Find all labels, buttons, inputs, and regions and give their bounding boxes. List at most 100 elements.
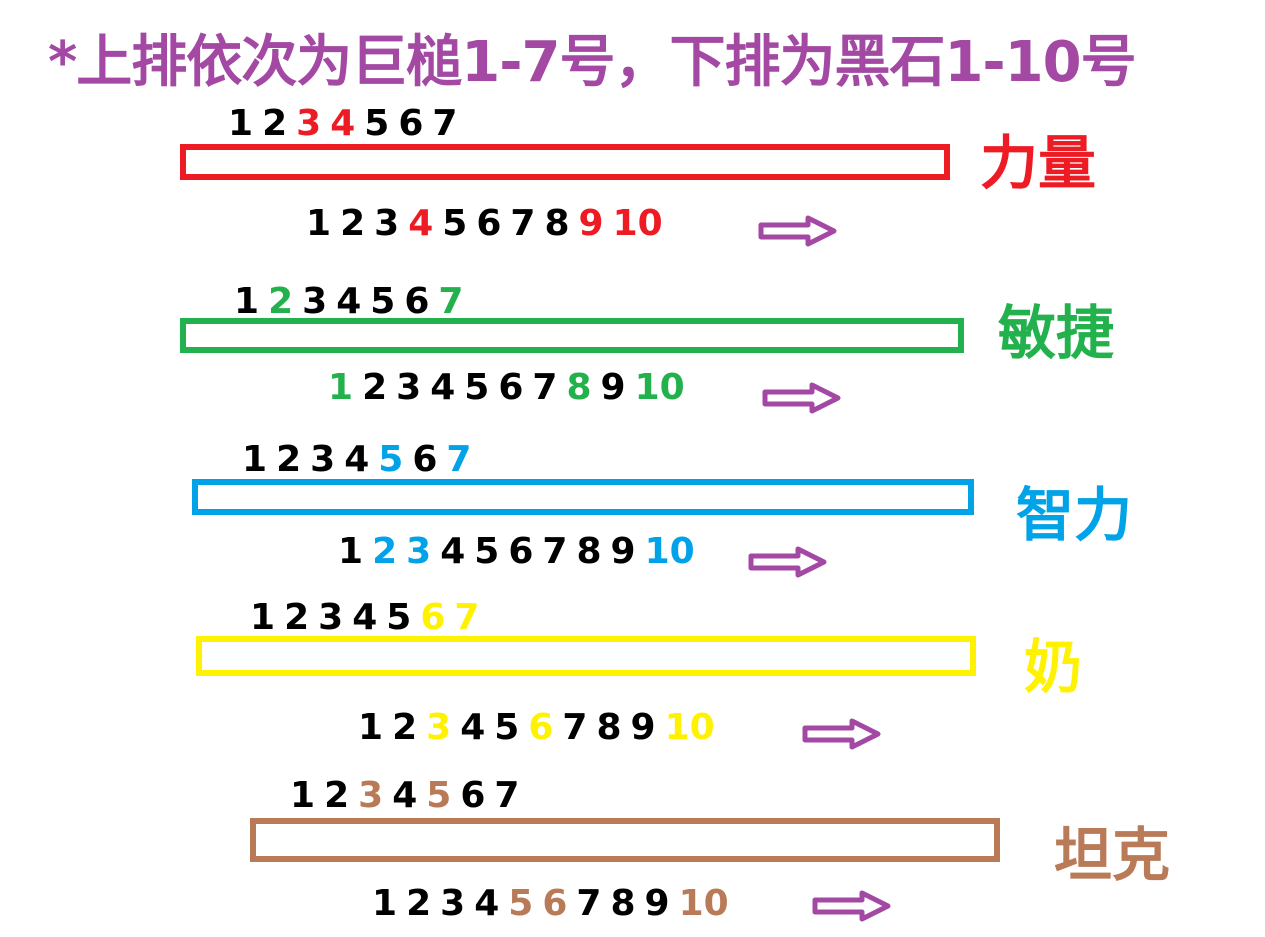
top-number: 3: [358, 775, 384, 816]
top-number: 2: [324, 775, 350, 816]
bottom-number: 1: [306, 203, 332, 244]
group-label: 奶: [1024, 633, 1083, 701]
bottom-number: 5: [464, 367, 490, 408]
bottom-number: 6: [508, 531, 534, 572]
top-number: 1: [250, 597, 276, 638]
top-number: 4: [336, 281, 362, 322]
bottom-number: 7: [510, 203, 536, 244]
top-number: 2: [284, 597, 310, 638]
arrow-right-icon: [762, 382, 841, 414]
top-number: 2: [276, 439, 302, 480]
top-number: 3: [318, 597, 344, 638]
bottom-number: 10: [664, 707, 715, 748]
group-label: 坦克: [1054, 821, 1171, 889]
group-bar: [196, 636, 976, 676]
bottom-number: 8: [544, 203, 570, 244]
bottom-number: 9: [630, 707, 656, 748]
group-bar: [250, 818, 1000, 862]
top-number: 5: [370, 281, 396, 322]
bottom-number: 3: [374, 203, 400, 244]
bottom-number: 7: [562, 707, 588, 748]
bottom-number: 2: [372, 531, 398, 572]
top-number: 6: [420, 597, 446, 638]
top-number: 7: [438, 281, 464, 322]
arrow-right-icon: [748, 546, 827, 578]
group-bar: [180, 144, 950, 180]
top-number: 7: [446, 439, 472, 480]
bottom-number: 6: [542, 883, 568, 924]
bottom-number: 9: [644, 883, 670, 924]
top-number: 5: [364, 103, 390, 144]
bottom-number: 6: [498, 367, 524, 408]
top-number: 6: [404, 281, 430, 322]
bottom-number: 6: [476, 203, 502, 244]
group-label: 力量: [980, 129, 1097, 197]
group-bar: [180, 318, 964, 353]
top-number: 7: [432, 103, 458, 144]
bottom-number: 10: [644, 531, 695, 572]
bottom-number: 10: [678, 883, 729, 924]
top-number: 6: [412, 439, 438, 480]
top-number: 1: [290, 775, 316, 816]
bottom-number: 2: [392, 707, 418, 748]
group-label: 敏捷: [998, 299, 1115, 367]
bottom-number: 5: [494, 707, 520, 748]
page-title: *上排依次为巨槌1-7号，下排为黑石1-10号: [48, 30, 1137, 95]
top-number: 6: [398, 103, 424, 144]
bottom-number: 4: [430, 367, 456, 408]
group-label: 智力: [1016, 481, 1133, 549]
bottom-number: 1: [328, 367, 354, 408]
arrow-right-icon: [802, 718, 881, 750]
bottom-number: 3: [406, 531, 432, 572]
bottom-number: 2: [340, 203, 366, 244]
bottom-number: 8: [596, 707, 622, 748]
bottom-number: 9: [610, 531, 636, 572]
bottom-number: 2: [362, 367, 388, 408]
bottom-number: 5: [508, 883, 534, 924]
bottom-number: 3: [440, 883, 466, 924]
top-number: 7: [454, 597, 480, 638]
bottom-number: 8: [576, 531, 602, 572]
bottom-number: 2: [406, 883, 432, 924]
top-number: 7: [494, 775, 520, 816]
bottom-number: 1: [338, 531, 364, 572]
bottom-number: 10: [612, 203, 663, 244]
bottom-number: 7: [576, 883, 602, 924]
bottom-number: 8: [610, 883, 636, 924]
top-number: 5: [378, 439, 404, 480]
bottom-number: 4: [408, 203, 434, 244]
bottom-number: 1: [372, 883, 398, 924]
bottom-number: 1: [358, 707, 384, 748]
top-number: 3: [310, 439, 336, 480]
bottom-number: 4: [474, 883, 500, 924]
top-number: 4: [392, 775, 418, 816]
top-number: 6: [460, 775, 486, 816]
bottom-number: 5: [474, 531, 500, 572]
top-number: 1: [228, 103, 254, 144]
bottom-number: 6: [528, 707, 554, 748]
top-number: 4: [330, 103, 356, 144]
top-number: 3: [302, 281, 328, 322]
bottom-number: 10: [634, 367, 685, 408]
bottom-number: 8: [566, 367, 592, 408]
top-number: 1: [234, 281, 260, 322]
top-number: 5: [386, 597, 412, 638]
top-number: 3: [296, 103, 322, 144]
group-bar: [192, 479, 974, 515]
bottom-number: 4: [440, 531, 466, 572]
arrow-right-icon: [758, 215, 837, 247]
top-number: 2: [268, 281, 294, 322]
top-number: 4: [344, 439, 370, 480]
top-number: 2: [262, 103, 288, 144]
bottom-number: 4: [460, 707, 486, 748]
